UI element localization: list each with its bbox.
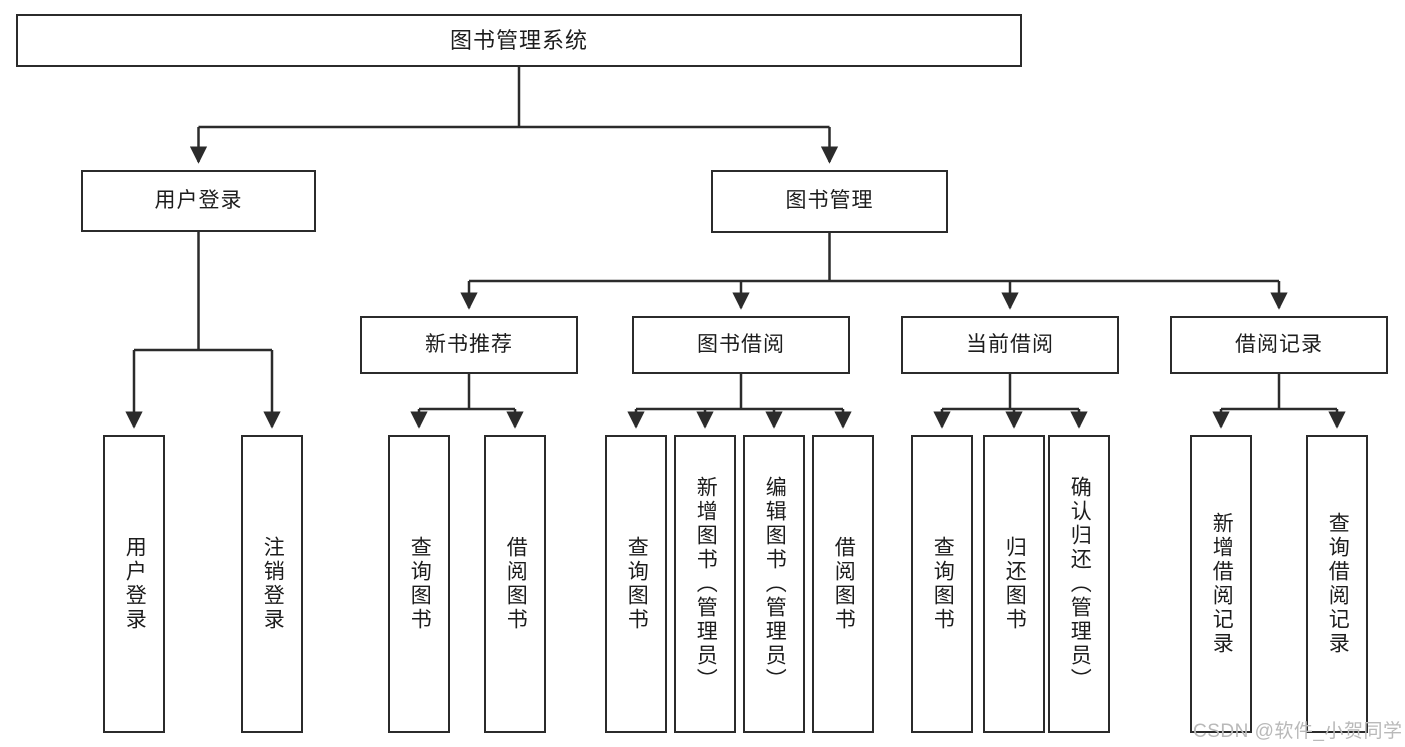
node-leaf-rc-query[interactable]: 查询借阅记录 xyxy=(1306,435,1368,733)
node-label: 图书管理系统 xyxy=(449,27,588,53)
node-label: 当前借阅 xyxy=(966,332,1054,356)
node-leaf-nb-query[interactable]: 查询图书 xyxy=(388,435,450,733)
node-label: 新书推荐 xyxy=(425,332,513,356)
node-leaf-user-logout[interactable]: 注销登录 xyxy=(241,435,303,733)
node-leaf-cu-query[interactable]: 查询图书 xyxy=(911,435,973,733)
node-label: 编辑图书（管理员） xyxy=(763,476,787,692)
node-current[interactable]: 当前借阅 xyxy=(901,316,1119,374)
csdn-watermark: CSDN @软件_小贺同学 xyxy=(1193,721,1403,742)
node-label: 查询图书 xyxy=(408,536,432,632)
node-label: 注销登录 xyxy=(261,536,285,632)
node-label: 借阅图书 xyxy=(504,536,528,632)
node-label: 借阅记录 xyxy=(1235,332,1323,356)
node-newbook[interactable]: 新书推荐 xyxy=(360,316,578,374)
node-leaf-cu-return[interactable]: 归还图书 xyxy=(983,435,1045,733)
node-leaf-br-add[interactable]: 新增图书（管理员） xyxy=(674,435,736,733)
node-label: 图书管理 xyxy=(785,189,874,213)
node-login[interactable]: 用户登录 xyxy=(81,170,316,232)
node-leaf-nb-borrow[interactable]: 借阅图书 xyxy=(484,435,546,733)
node-label: 查询图书 xyxy=(625,536,649,632)
node-label: 用户登录 xyxy=(154,188,243,212)
node-label: 归还图书 xyxy=(1003,536,1027,632)
node-label: 借阅图书 xyxy=(832,536,856,632)
node-label: 查询图书 xyxy=(931,536,955,632)
node-leaf-br-query[interactable]: 查询图书 xyxy=(605,435,667,733)
node-leaf-cu-confirm[interactable]: 确认归还（管理员） xyxy=(1048,435,1110,733)
node-leaf-user-login[interactable]: 用户登录 xyxy=(103,435,165,733)
node-leaf-br-edit[interactable]: 编辑图书（管理员） xyxy=(743,435,805,733)
node-label: 查询借阅记录 xyxy=(1326,512,1350,656)
node-root[interactable]: 图书管理系统 xyxy=(16,14,1022,67)
node-label: 确认归还（管理员） xyxy=(1068,476,1092,692)
node-records[interactable]: 借阅记录 xyxy=(1170,316,1388,374)
node-label: 图书借阅 xyxy=(697,332,785,356)
node-borrow[interactable]: 图书借阅 xyxy=(632,316,850,374)
node-label: 用户登录 xyxy=(123,536,147,632)
node-leaf-br-borrow[interactable]: 借阅图书 xyxy=(812,435,874,733)
node-label: 新增图书（管理员） xyxy=(694,476,718,692)
node-leaf-rc-add[interactable]: 新增借阅记录 xyxy=(1190,435,1252,733)
node-bookmgmt[interactable]: 图书管理 xyxy=(711,170,948,233)
node-label: 新增借阅记录 xyxy=(1210,512,1234,656)
